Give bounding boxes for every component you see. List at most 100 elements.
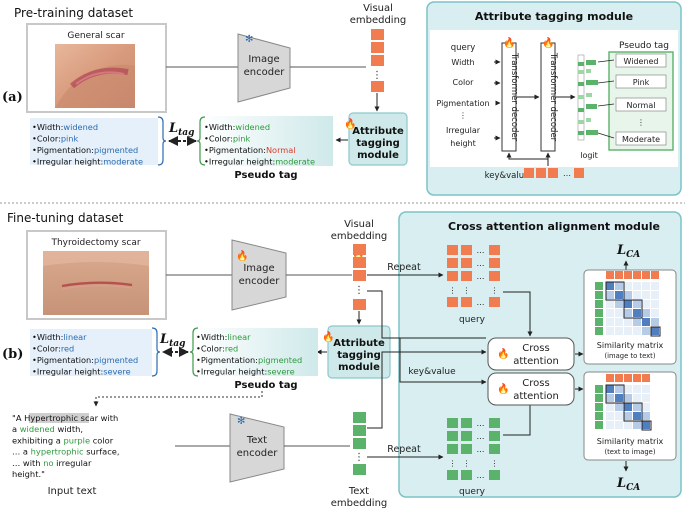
sim-cell: [615, 309, 623, 317]
sim-cell: [642, 282, 650, 290]
sim-block: [623, 402, 643, 422]
svg-text:⋮: ⋮: [354, 285, 364, 296]
finetune-title: Fine-tuning dataset: [7, 211, 124, 225]
sim-cell: [642, 403, 650, 411]
sim-cell: [606, 327, 614, 335]
sim-row-header: [595, 282, 603, 290]
svg-text:…: …: [563, 169, 571, 178]
cross-attention-bottom: [487, 372, 575, 406]
sim-cell: [615, 403, 623, 411]
attribute-line: •Color:pink: [204, 134, 250, 144]
svg-text:attention: attention: [513, 356, 559, 367]
svg-text:attention: attention: [513, 391, 559, 402]
svg-text:Text: Text: [348, 486, 369, 497]
sim-cell: [624, 282, 632, 290]
sim-col-header: [642, 374, 650, 382]
dots: ⋮: [491, 459, 499, 468]
sim-block: [623, 299, 643, 319]
svg-text:Moderate: Moderate: [622, 135, 660, 144]
pretrain-gt-box: [30, 118, 158, 165]
attribute-line: •Irregular height:severe: [196, 367, 295, 377]
sim-cell: [606, 300, 614, 308]
finetune-gt-box: [30, 329, 152, 376]
encoder-label-2: encoder: [244, 67, 286, 78]
pretrain-pseudo-tag-box: [201, 116, 333, 166]
embedding-cell: [461, 271, 472, 281]
embedding-cell: [489, 470, 500, 480]
sim-block: [641, 420, 652, 431]
svg-text:embedding: embedding: [331, 231, 388, 242]
fire-icon: 🔥: [236, 249, 248, 262]
ltag-b: Ltag: [159, 332, 185, 349]
sim-block: [650, 326, 661, 337]
embedding-cell: [447, 271, 458, 281]
embedding-cell: [489, 271, 500, 281]
svg-text:tagging: tagging: [337, 350, 381, 361]
encoder-label-1: Image: [248, 54, 279, 65]
embedding-cell: [489, 297, 500, 307]
snowflake-icon: ✻: [245, 34, 253, 45]
sim-cell: [642, 300, 650, 308]
attribute-line: •Width:widened: [204, 122, 270, 132]
fire-icon: 🔥: [497, 382, 509, 395]
embedding-cell: [461, 245, 472, 255]
attribute-line: •Pigmentation:Normal: [204, 145, 296, 155]
input-text-line: "A Hypertrophic scar with: [12, 413, 118, 423]
finetune-image-encoder: [231, 239, 287, 311]
sim-cell: [624, 309, 632, 317]
sim-cell: [615, 394, 623, 402]
svg-text:Attribute: Attribute: [333, 338, 385, 349]
sim-cell: [642, 421, 650, 429]
sim-cell: [606, 403, 614, 411]
thyroidectomy-scar-photo: [43, 251, 149, 315]
cross-attention-module-title: Cross attention alignment module: [448, 220, 660, 233]
sim-col-header: [615, 374, 623, 382]
sim-cell: [615, 300, 623, 308]
general-scar-photo: [55, 44, 135, 108]
embedding-cell: [447, 431, 458, 441]
sim-cell: [633, 327, 641, 335]
pretrain-attribute-tagging-module: [348, 112, 408, 166]
dots: …: [477, 259, 485, 268]
fire-icon: 🔥: [503, 36, 515, 49]
svg-text:Cross: Cross: [522, 343, 549, 354]
svg-text:embedding: embedding: [331, 498, 388, 509]
panel-a-label: (a): [2, 90, 23, 105]
attribute-line: •Pigmentation:pigmented: [32, 355, 138, 365]
lca-top: LCA: [616, 243, 640, 260]
svg-text:Image: Image: [243, 263, 274, 274]
embedding-cell: [447, 258, 458, 268]
svg-text:encoder: encoder: [237, 448, 279, 459]
svg-text:Repeat: Repeat: [387, 444, 421, 455]
svg-text:key&value: key&value: [408, 367, 456, 377]
attribute-line: •Color:red: [196, 344, 238, 354]
svg-text:Visual: Visual: [344, 219, 374, 230]
sim-cell: [615, 385, 623, 393]
atm-tags: Widened Pink Normal ⋮ Moderate: [615, 53, 667, 146]
fire-icon: 🔥: [322, 330, 334, 343]
sim-cell: [633, 385, 641, 393]
sim-cell: [624, 412, 632, 420]
embedding-cell: [461, 444, 472, 454]
embedding-cell: [461, 297, 472, 307]
input-text-line: a widened width,: [12, 424, 83, 434]
svg-text:query: query: [459, 487, 486, 497]
dots: …: [477, 445, 485, 454]
snowflake-icon: ✻: [237, 416, 245, 427]
pretrain-visual-embedding: ⋮: [371, 29, 384, 92]
attribute-line: •Width:widened: [32, 122, 98, 132]
sim-col-header: [642, 271, 650, 279]
sim-cell: [651, 300, 659, 308]
sim-row-header: [595, 327, 603, 335]
dots: ⋮: [463, 459, 471, 468]
pretrain-visual-embedding-label-2: embedding: [350, 15, 407, 26]
sim-cell: [642, 394, 650, 402]
svg-text:Width: Width: [451, 58, 474, 67]
attribute-tagging-module-title: Attribute tagging module: [475, 10, 633, 23]
sim-cell: [606, 412, 614, 420]
sim-cell: [633, 394, 641, 402]
pretrain-image-caption: General scar: [67, 31, 124, 41]
dots: …: [477, 432, 485, 441]
